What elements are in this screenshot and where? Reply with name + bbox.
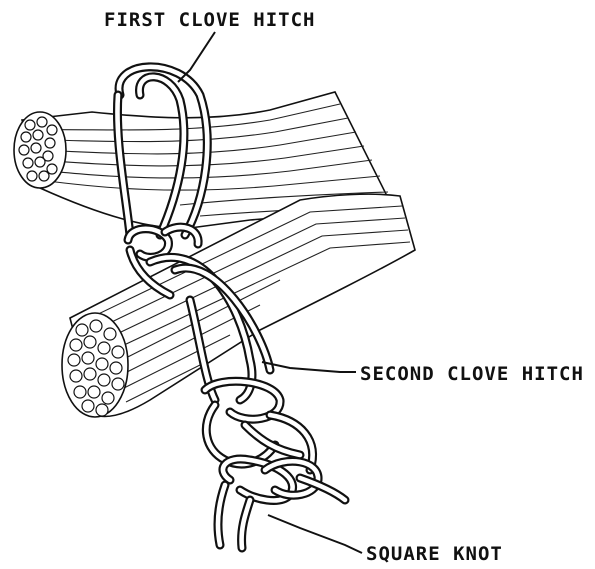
square-knot-leader (268, 515, 362, 553)
square-knot-label: SQUARE KNOT (366, 543, 503, 565)
second-clove-hitch-leader (262, 362, 356, 372)
first-clove-hitch-label: FIRST CLOVE HITCH (104, 9, 315, 31)
second-clove-hitch-label: SECOND CLOVE HITCH (360, 363, 584, 385)
square-knot (218, 459, 345, 548)
upper-bundle-end (14, 112, 66, 188)
lower-bundle-end (62, 313, 128, 417)
